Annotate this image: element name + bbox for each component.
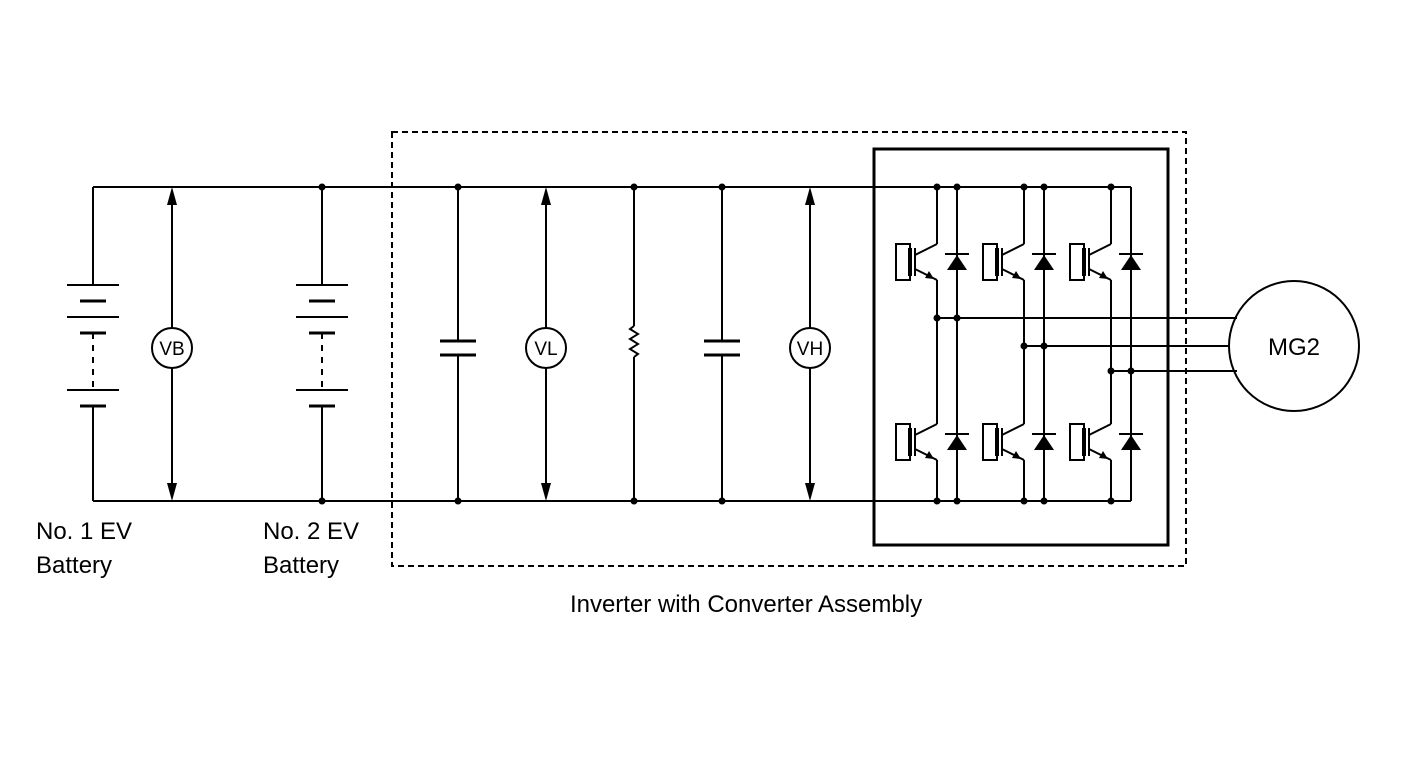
resistor-symbol: [628, 187, 640, 501]
junction-dot: [1107, 183, 1115, 191]
battery-1-label-line2: Battery: [36, 552, 112, 579]
inverter-leg-v: [1023, 187, 1229, 501]
igbt-switch-v-upper: [982, 243, 1056, 281]
igbt-switch-w-upper: [1069, 243, 1143, 281]
assembly-label: Inverter with Converter Assembly: [570, 591, 922, 618]
inverter-switches: [895, 243, 1143, 461]
mg2-label: MG2: [1268, 334, 1320, 361]
junction-dot: [953, 183, 961, 191]
vh-meter-label: VH: [797, 339, 823, 360]
inverter-leg-w: [1110, 187, 1237, 501]
vh-meter: [789, 187, 831, 501]
igbt-switch-u-upper: [895, 243, 969, 281]
junction-dots: [318, 183, 1135, 505]
vl-meter: [525, 187, 567, 501]
junction-dot: [1040, 342, 1048, 350]
junction-dot: [318, 497, 326, 505]
igbt-switch-v-lower: [982, 423, 1056, 461]
junction-dot: [953, 314, 961, 322]
junction-dot: [318, 183, 326, 191]
battery-2-label-line2: Battery: [263, 552, 339, 579]
igbt-switch-u-lower: [895, 423, 969, 461]
junction-dot: [1040, 497, 1048, 505]
junction-dot: [1020, 497, 1028, 505]
vb-meter: [151, 187, 193, 501]
junction-dot: [630, 497, 638, 505]
battery-2-label-line1: No. 2 EV: [263, 518, 359, 545]
vl-meter-label: VL: [534, 339, 557, 360]
battery-1-label-line1: No. 1 EV: [36, 518, 132, 545]
junction-dot: [454, 183, 462, 191]
junction-dot: [1020, 342, 1028, 350]
battery-1-symbol: [67, 187, 119, 501]
vb-meter-label: VB: [159, 339, 184, 360]
junction-dot: [933, 314, 941, 322]
igbt-switch-w-lower: [1069, 423, 1143, 461]
junction-dot: [1107, 497, 1115, 505]
mg2-motor: [1228, 280, 1360, 412]
battery-2-symbol: [296, 187, 348, 501]
junction-dot: [1107, 367, 1115, 375]
junction-dot: [630, 183, 638, 191]
assembly-boundary: [391, 131, 1187, 567]
junction-dot: [933, 497, 941, 505]
junction-dot: [454, 497, 462, 505]
junction-dot: [1020, 183, 1028, 191]
junction-dot: [1040, 183, 1048, 191]
junction-dot: [933, 183, 941, 191]
capacitor-1-symbol: [440, 187, 476, 501]
junction-dot: [718, 497, 726, 505]
junction-dot: [1127, 367, 1135, 375]
junction-dot: [953, 497, 961, 505]
capacitor-2-symbol: [704, 187, 740, 501]
junction-dot: [718, 183, 726, 191]
